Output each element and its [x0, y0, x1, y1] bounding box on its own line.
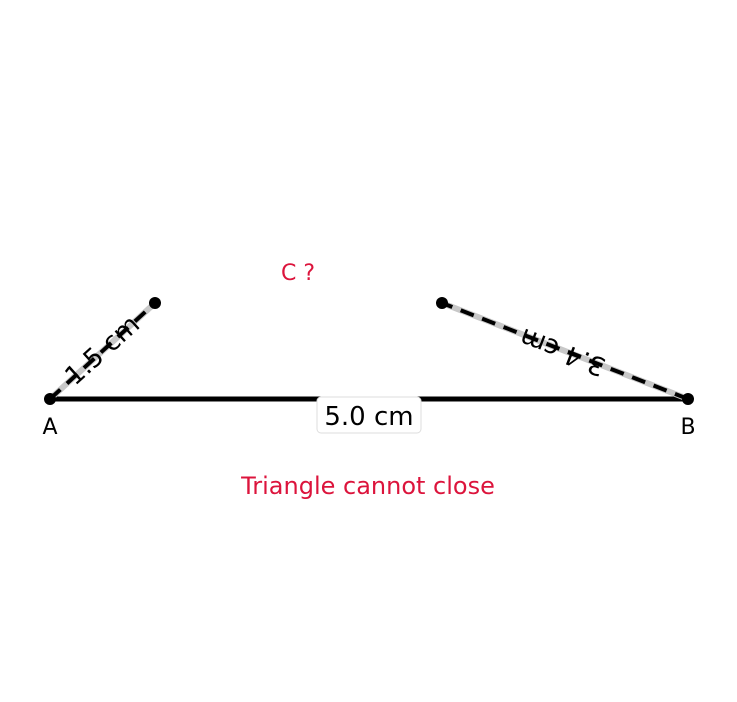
segment-bc: [441, 301, 689, 401]
point-b-label: B: [680, 415, 695, 440]
point-c-query-label: C ?: [281, 261, 315, 286]
bc-length-label: 3.4 cm: [516, 321, 610, 381]
point-a-label: A: [42, 415, 57, 440]
segment-ac: [48, 301, 157, 401]
point-a: [44, 393, 56, 405]
endpoint-from-a: [149, 297, 161, 309]
ab-length-label: 5.0 cm: [324, 402, 413, 432]
ac-length-label: 1.5 cm: [59, 310, 145, 392]
endpoint-from-b: [436, 297, 448, 309]
point-b: [682, 393, 694, 405]
conclusion-message: Triangle cannot close: [240, 472, 495, 500]
ab-length-label-background: [316, 396, 422, 434]
